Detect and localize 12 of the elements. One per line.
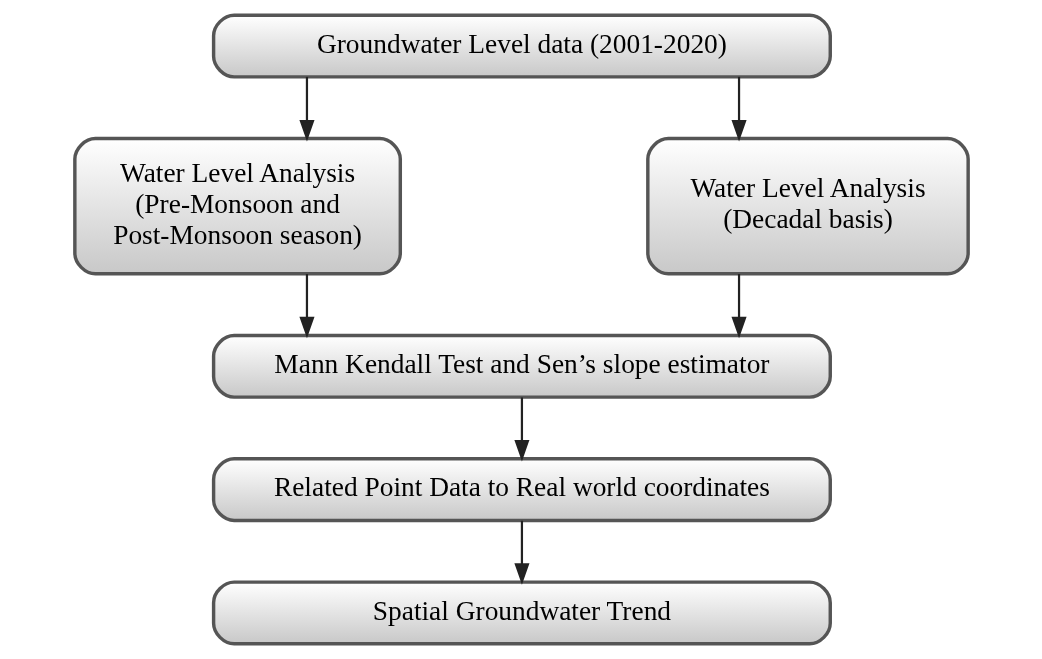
arrow (730, 76, 747, 142)
node-box: Spatial Groundwater Trend (211, 580, 832, 646)
node-box: Related Point Data to Real world coordinates (211, 457, 832, 523)
arrow (513, 397, 529, 462)
node-box: Water Level Analysis (Decadal basis) (645, 136, 970, 276)
node-box: Groundwater Level data (2001-2020) (211, 13, 832, 79)
arrow (730, 274, 747, 339)
node-box: Mann Kendall Test and Sen’s slope estimator (211, 333, 832, 399)
arrow (298, 76, 315, 142)
arrow (513, 520, 529, 585)
node-box: Water Level Analysis (Pre-Monsoon and Post-Monsoon season) (72, 136, 402, 276)
arrow (298, 274, 315, 339)
